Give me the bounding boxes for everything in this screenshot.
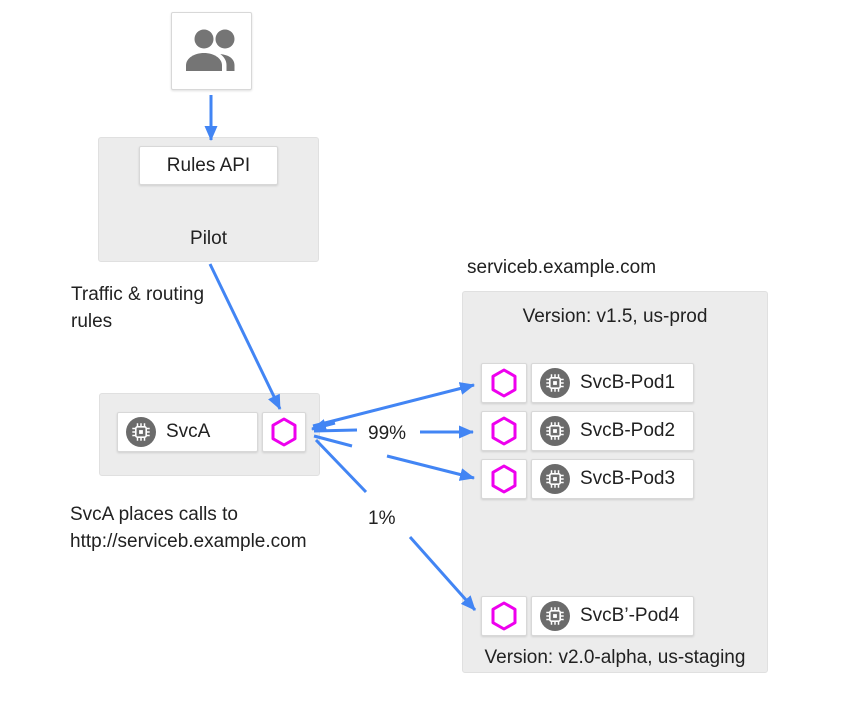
traffic-percent-major-label: 99% [362, 421, 413, 447]
envoy-proxy-hexagon-icon [491, 601, 517, 631]
cpu-chip-icon [126, 417, 156, 447]
pod2-proxy-box [481, 411, 527, 451]
svca-calls-note: SvcA places calls to http://serviceb.exa… [70, 504, 307, 552]
arrow-pilot-to-svca-proxy [208, 263, 282, 410]
prod-version-label: Version: v1.5, us-prod [522, 306, 708, 327]
cpu-chip-icon [540, 601, 570, 631]
arrow-proxy-to-pod1 [312, 382, 475, 428]
cpu-chip-icon [540, 368, 570, 398]
svca-label: SvcA [166, 421, 211, 442]
pilot-panel: Rules API Pilot [98, 137, 319, 262]
serviceb-hostname-label: serviceb.example.com [467, 257, 657, 278]
pod4-box: SvcB’-Pod4 [531, 596, 694, 636]
arrow-proxy-to-pod3 [386, 454, 475, 481]
pod1-label: SvcB-Pod1 [580, 372, 676, 393]
operator-node [171, 12, 252, 90]
users-icon [185, 29, 234, 71]
envoy-proxy-hexagon-icon [491, 368, 517, 398]
arrow-proxy-to-pod4 [314, 438, 368, 494]
envoy-proxy-hexagon-icon [491, 464, 517, 494]
pod3-box: SvcB-Pod3 [531, 459, 694, 499]
traffic-rules-note: Traffic & routing rules [71, 284, 205, 332]
envoy-proxy-hexagon-icon [491, 416, 517, 446]
pod2-box: SvcB-Pod2 [531, 411, 694, 451]
pod1-box: SvcB-Pod1 [531, 363, 694, 403]
envoy-proxy-hexagon-icon [271, 417, 297, 447]
rules-api-box: Rules API [139, 146, 278, 185]
pod1-proxy-box [481, 363, 527, 403]
arrow-proxy-to-pod2 [313, 428, 358, 433]
staging-version-label: Version: v2.0-alpha, us-staging [484, 647, 746, 668]
cpu-chip-icon [540, 416, 570, 446]
pod2-label: SvcB-Pod2 [580, 420, 676, 441]
svca-box: SvcA [117, 412, 258, 452]
rules-api-label: Rules API [166, 154, 251, 176]
svca-proxy-box [262, 412, 306, 452]
pod4-label: SvcB’-Pod4 [580, 605, 680, 626]
pod3-proxy-box [481, 459, 527, 499]
cpu-chip-icon [540, 464, 570, 494]
traffic-percent-minor-label: 1% [362, 506, 402, 532]
pod3-label: SvcB-Pod3 [580, 468, 676, 489]
pod4-proxy-box [481, 596, 527, 636]
pilot-label: Pilot [190, 228, 227, 249]
